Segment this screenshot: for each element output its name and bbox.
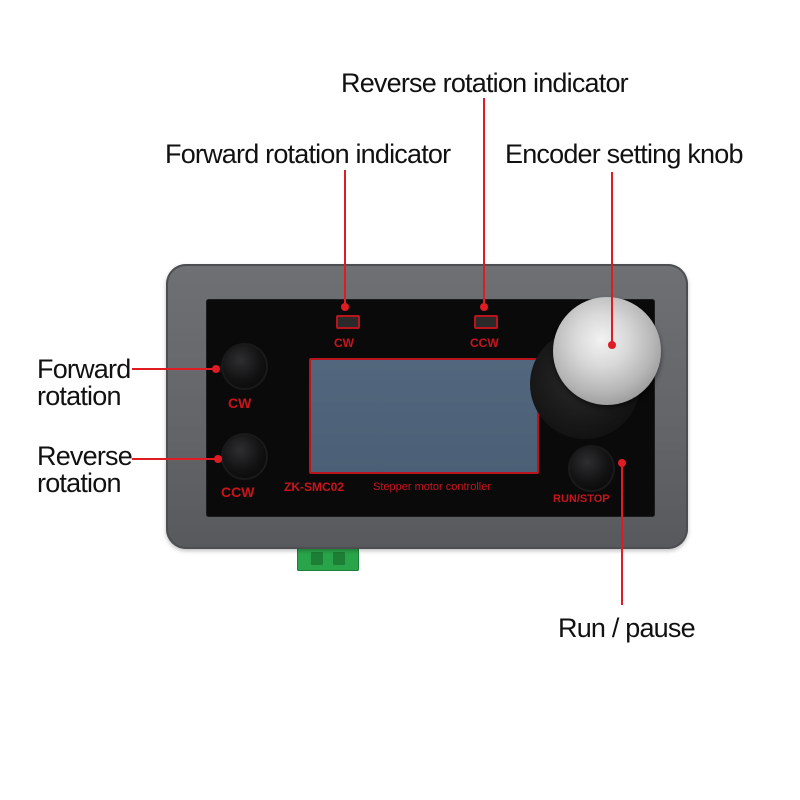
model-label: ZK-SMC02 [284,480,345,494]
terminal-block [297,546,359,571]
label-reverse-rotation: Reverse rotation [37,441,133,498]
terminal-slot [311,552,323,565]
cw-button[interactable] [223,345,266,388]
product-description: Stepper motor controller [373,481,491,493]
cw-button-label: CW [228,395,252,411]
encoder-setting-knob[interactable] [553,297,661,405]
terminal-slot [333,552,345,565]
led-cw-label: CW [334,336,354,350]
label-encoder-setting-knob: Encoder setting knob [505,139,743,169]
led-ccw-label: CCW [470,336,499,350]
leader-dot-forward-rotation [212,365,220,373]
forward-rotation-led [336,315,360,329]
leader-dot-forward-indicator [341,303,349,311]
reverse-rotation-led [474,315,498,329]
label-forward-rotation: Forward rotation [37,354,131,411]
leader-dot-encoder-knob [608,341,616,349]
run-stop-button[interactable] [570,447,613,490]
leader-dot-reverse-indicator [480,303,488,311]
label-reverse-rotation-indicator: Reverse rotation indicator [341,68,629,98]
ccw-button-label: CCW [221,484,255,500]
leader-dot-run-pause [618,459,626,467]
ccw-button[interactable] [223,435,266,478]
label-run-pause: Run / pause [558,613,696,643]
run-stop-label: RUN/STOP [553,493,610,505]
leader-dot-reverse-rotation [214,455,222,463]
lcd-display [309,358,539,474]
label-forward-rotation-indicator: Forward rotation indicator [165,139,451,169]
